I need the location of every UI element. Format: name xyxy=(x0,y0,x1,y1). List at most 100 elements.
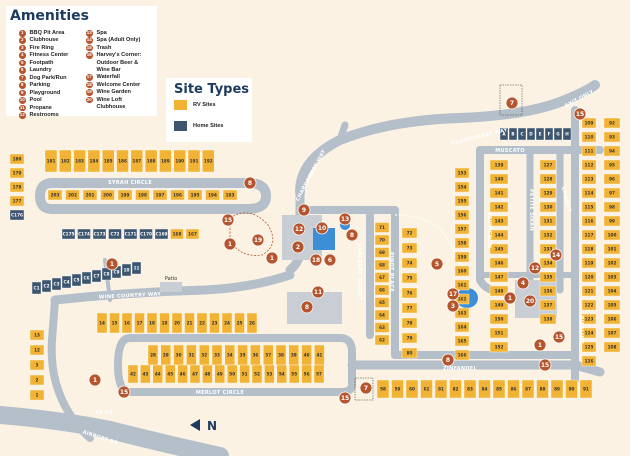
amenity-number: 13 xyxy=(86,30,93,37)
site: 139 xyxy=(489,159,509,171)
amenity-pin[interactable]: 8 xyxy=(441,353,455,367)
site: 191 xyxy=(187,149,201,173)
site: 76 xyxy=(401,287,418,299)
amenity-label: Footpath xyxy=(29,59,54,66)
site: 113 xyxy=(581,173,597,185)
site: 167 xyxy=(185,228,200,240)
pin-number: 15 xyxy=(555,334,563,341)
site: 156 xyxy=(454,209,470,221)
amenity-pin[interactable]: 15 xyxy=(552,330,566,344)
site-label: 193 xyxy=(226,193,235,198)
site-label: 76 xyxy=(407,291,413,296)
site-label: 74 xyxy=(407,261,413,266)
site: 141 xyxy=(489,187,509,199)
amenity-pin[interactable]: 18 xyxy=(309,253,323,267)
site-label: G xyxy=(556,132,560,137)
amenity-pin[interactable]: 15 xyxy=(573,107,587,121)
site: 83 xyxy=(463,379,477,399)
amenity-pin[interactable]: 7 xyxy=(359,381,373,395)
rv-sites-label: RV Sites xyxy=(193,102,216,108)
amenity-pin[interactable]: 1 xyxy=(503,291,517,305)
amenity-label: Spa xyxy=(96,30,107,36)
site-label: C1 xyxy=(34,286,40,291)
amenity-pin[interactable]: 8 xyxy=(300,300,314,314)
site-label: 199 xyxy=(121,193,130,198)
site: 67 xyxy=(374,272,390,283)
amenity-pin[interactable]: 6 xyxy=(323,253,337,267)
site-label: 87 xyxy=(525,387,531,392)
pin-number: 11 xyxy=(314,289,322,296)
amenity-pin[interactable]: 1 xyxy=(105,257,119,271)
pin-number: 15 xyxy=(120,389,128,396)
site-label: 93 xyxy=(609,135,615,140)
amenity-pin[interactable]: 20 xyxy=(523,294,537,308)
amenity-pin[interactable]: 19 xyxy=(251,233,265,247)
legend-rv-sites: RV Sites xyxy=(174,100,216,110)
amenity-pin[interactable]: 1 xyxy=(533,338,547,352)
amenity-number: 3 xyxy=(19,44,26,52)
amenity-pin[interactable]: 14 xyxy=(549,248,563,262)
site-label: 145 xyxy=(495,247,504,252)
site-label: 163 xyxy=(458,311,467,316)
amenity-pin[interactable]: 5 xyxy=(430,257,444,271)
pin-number: 8 xyxy=(305,304,309,311)
amenity-pin[interactable]: 1 xyxy=(223,237,237,251)
amenity-pin[interactable]: 15 xyxy=(221,213,235,227)
amenity-number: 9 xyxy=(19,89,26,97)
site: 128 xyxy=(539,173,557,185)
site: 177 xyxy=(9,195,25,207)
amenity-pin[interactable]: 15 xyxy=(338,391,352,405)
site: H xyxy=(562,127,572,141)
site-label: 113 xyxy=(585,177,594,182)
amenity-pin[interactable]: 7 xyxy=(505,96,519,110)
site: D xyxy=(526,127,536,141)
site: 126 xyxy=(581,355,597,367)
site-label: 34 xyxy=(227,353,233,358)
amenity-pin[interactable]: 4 xyxy=(516,276,530,290)
site-label: 200 xyxy=(103,193,112,198)
amenity-pin[interactable]: 13 xyxy=(338,212,352,226)
amenity-pin[interactable]: 3 xyxy=(446,299,460,313)
site-label: C8 xyxy=(104,272,110,277)
site: 14 xyxy=(96,312,108,334)
amenity-pin[interactable]: 9 xyxy=(297,203,311,217)
site-label: C176 xyxy=(11,213,23,218)
road xyxy=(35,178,253,214)
road-label: PETITE SIRAH xyxy=(528,189,534,231)
site: 74 xyxy=(401,257,418,269)
pin-number: 3 xyxy=(451,303,455,310)
amenity-pin[interactable]: 15 xyxy=(538,358,552,372)
amenity-pin[interactable]: 8 xyxy=(345,228,359,242)
amenity-pin[interactable]: 12 xyxy=(528,261,542,275)
site-label: 71 xyxy=(379,225,385,230)
site-label: 72 xyxy=(407,231,413,236)
road xyxy=(295,80,600,197)
site-label: 108 xyxy=(608,345,617,350)
amenity-pin[interactable]: 10 xyxy=(315,221,329,235)
site-label: 120 xyxy=(585,275,594,280)
site: 44 xyxy=(152,364,164,384)
amenity-pin[interactable]: 12 xyxy=(292,222,306,236)
amenity-pin[interactable]: 17 xyxy=(446,287,460,301)
site-label: 109 xyxy=(585,121,594,126)
site-label: 85 xyxy=(496,387,502,392)
site: 102 xyxy=(603,257,621,269)
site: 94 xyxy=(603,145,621,157)
site-label: 160 xyxy=(458,269,467,274)
site-label: 135 xyxy=(544,275,553,280)
amenity-pin[interactable]: 1 xyxy=(265,251,279,265)
amenity-pin[interactable]: 15 xyxy=(117,385,131,399)
amenity-pin[interactable]: 11 xyxy=(311,285,325,299)
site: 99 xyxy=(603,215,621,227)
site-label: 138 xyxy=(544,317,553,322)
site-label: 32 xyxy=(201,353,207,358)
amenity-pin[interactable]: 8 xyxy=(243,176,257,190)
site: C175 xyxy=(61,228,76,240)
amenity-pin[interactable]: 2 xyxy=(291,240,305,254)
amenity-pin[interactable]: 1 xyxy=(88,373,102,387)
